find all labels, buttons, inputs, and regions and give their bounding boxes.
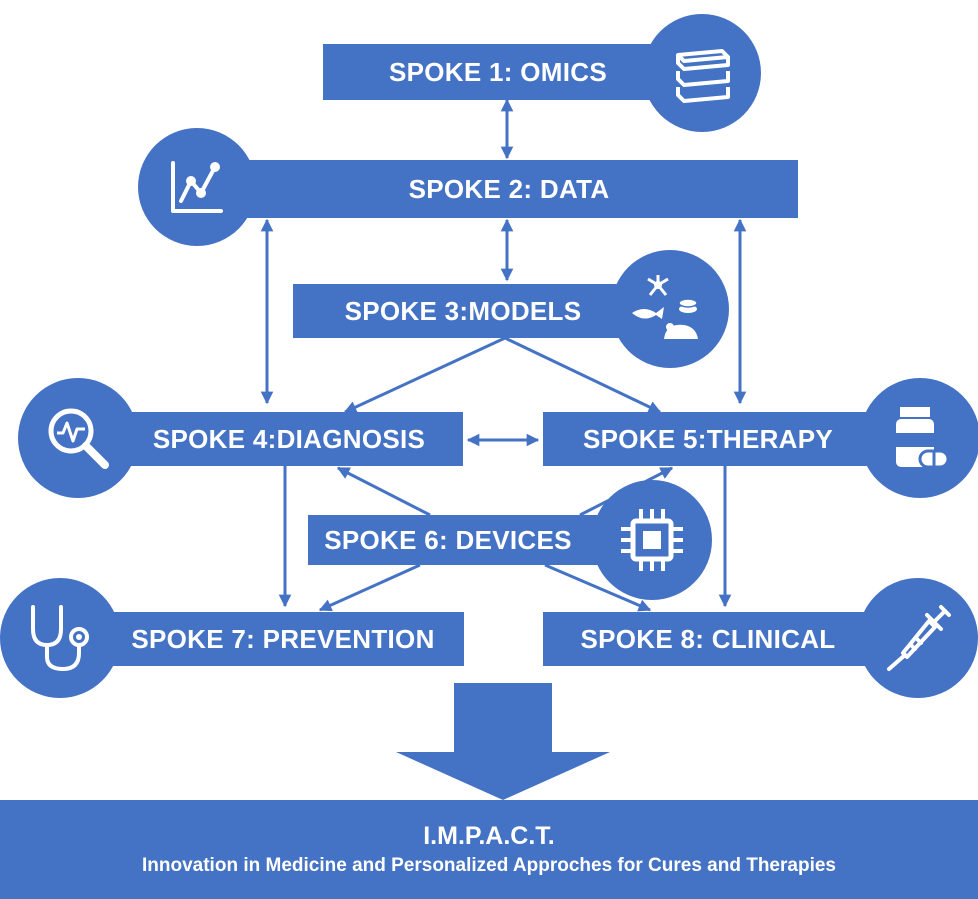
arrow-s6-s8 [544,563,652,612]
medicine-bottle-icon [860,378,978,498]
syringe-icon [858,578,978,698]
arrow-s3-s5 [504,336,662,414]
arrow-s3-s4 [343,336,506,414]
model-organisms-icon [611,250,729,368]
spoke-6-box: SPOKE 6: DEVICES [308,515,648,565]
spoke-1-label: SPOKE 1: OMICS [388,56,607,87]
spoke-5-label: SPOKE 5:THERAPY [582,423,834,454]
arrow-s6-s4 [336,466,431,517]
arrow-s6-s7 [318,563,421,612]
spoke-5-box: SPOKE 5:THERAPY [543,412,913,466]
spoke-4-label: SPOKE 4:DIAGNOSIS [152,423,426,454]
spoke-3-label: SPOKE 3:MODELS [344,295,582,326]
spoke-6-label: SPOKE 6: DEVICES [324,524,572,555]
spoke-2-label: SPOKE 2: DATA [408,173,610,204]
spoke-4-box: SPOKE 4:DIAGNOSIS [75,412,463,466]
spoke-1-box: SPOKE 1: OMICS [323,44,673,100]
spoke-7-box: SPOKE 7: PREVENTION [62,612,464,666]
spoke-3-box: SPOKE 3:MODELS [293,284,663,338]
books-stack-icon [643,14,761,132]
stethoscope-icon [0,578,120,698]
magnifier-pulse-icon [18,378,138,498]
spoke-2-box: SPOKE 2: DATA [200,160,798,218]
line-chart-icon [138,128,256,246]
impact-title: I.M.P.A.C.T. [423,822,555,850]
spoke-7-label: SPOKE 7: PREVENTION [131,623,435,654]
impact-box: I.M.P.A.C.T. Innovation in Medicine and … [0,800,978,899]
spoke-8-label: SPOKE 8: CLINICAL [580,623,836,654]
impact-big-arrow [396,683,610,800]
microchip-icon [592,480,712,600]
spoke-8-box: SPOKE 8: CLINICAL [543,612,913,666]
impact-subtitle: Innovation in Medicine and Personalized … [142,855,836,876]
